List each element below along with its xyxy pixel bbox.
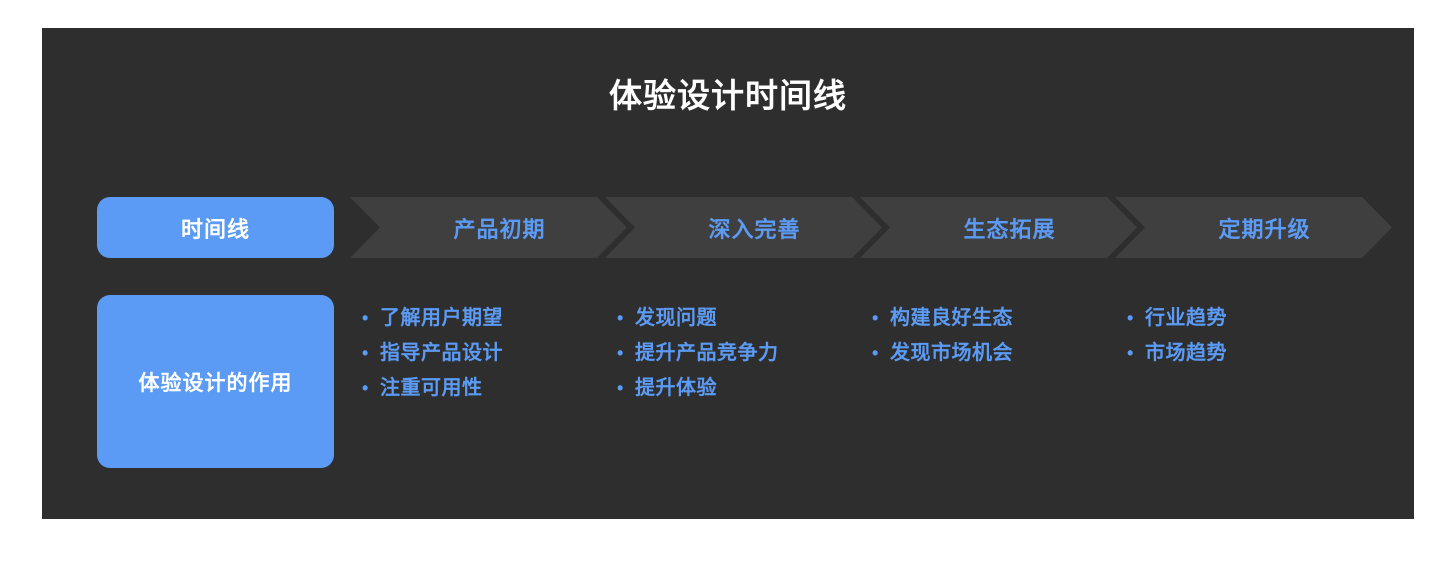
timeline-card: 体验设计时间线 时间线 产品初期 深入完善 生态拓展 定期升级 体验设计的作用 xyxy=(42,28,1414,519)
bullet-dot-icon: • xyxy=(617,308,624,328)
bullet-column-1: • 了解用户期望 • 指导产品设计 • 注重可用性 xyxy=(362,301,612,406)
stage-chevron-3[interactable]: 生态拓展 xyxy=(860,197,1137,258)
bullet-column-3: • 构建良好生态 • 发现市场机会 xyxy=(872,301,1122,371)
stage-chevron-1[interactable]: 产品初期 xyxy=(350,197,627,258)
list-item-label: 发现市场机会 xyxy=(890,342,1013,364)
list-item: • 指导产品设计 xyxy=(362,336,612,371)
stage-chevron-4-label: 定期升级 xyxy=(1218,216,1311,242)
bullet-dot-icon: • xyxy=(617,378,624,398)
stage-chevron-2-label: 深入完善 xyxy=(708,216,801,242)
role-row-label[interactable]: 体验设计的作用 xyxy=(97,295,334,468)
bullet-dot-icon: • xyxy=(1127,343,1134,363)
list-item: • 提升产品竞争力 xyxy=(617,336,867,371)
stage-chevron-1-label: 产品初期 xyxy=(453,216,546,242)
content-row: 体验设计的作用 • 了解用户期望 • 指导产品设计 • 注重可用性 • xyxy=(97,295,1414,468)
stage-chevron-4[interactable]: 定期升级 xyxy=(1115,197,1392,258)
list-item-label: 市场趋势 xyxy=(1145,342,1227,364)
list-item: • 构建良好生态 xyxy=(872,301,1122,336)
list-item-label: 行业趋势 xyxy=(1145,307,1227,329)
list-item: • 发现市场机会 xyxy=(872,336,1122,371)
list-item-label: 指导产品设计 xyxy=(380,342,503,364)
stage-row-label-text: 时间线 xyxy=(180,216,250,242)
bullet-column-4: • 行业趋势 • 市场趋势 xyxy=(1127,301,1377,371)
list-item-label: 构建良好生态 xyxy=(890,307,1013,329)
list-item-label: 了解用户期望 xyxy=(380,307,503,329)
list-item: • 提升体验 xyxy=(617,371,867,406)
list-item-label: 注重可用性 xyxy=(380,377,483,399)
bullet-dot-icon: • xyxy=(872,343,879,363)
bullet-dot-icon: • xyxy=(362,308,369,328)
bullet-dot-icon: • xyxy=(362,343,369,363)
list-item: • 市场趋势 xyxy=(1127,336,1377,371)
stage-row: 时间线 产品初期 深入完善 生态拓展 定期升级 xyxy=(97,197,1414,258)
stage-chevron-3-label: 生态拓展 xyxy=(963,216,1056,242)
bullet-dot-icon: • xyxy=(362,378,369,398)
list-item-label: 提升体验 xyxy=(635,377,717,399)
bullet-dot-icon: • xyxy=(872,308,879,328)
list-item: • 行业趋势 xyxy=(1127,301,1377,336)
bullet-dot-icon: • xyxy=(617,343,624,363)
role-row-label-text: 体验设计的作用 xyxy=(138,371,293,395)
list-item: • 注重可用性 xyxy=(362,371,612,406)
list-item-label: 提升产品竞争力 xyxy=(635,342,779,364)
list-item: • 发现问题 xyxy=(617,301,867,336)
bullet-dot-icon: • xyxy=(1127,308,1134,328)
bullet-column-2: • 发现问题 • 提升产品竞争力 • 提升体验 xyxy=(617,301,867,406)
page-title: 体验设计时间线 xyxy=(609,77,847,114)
list-item: • 了解用户期望 xyxy=(362,301,612,336)
stage-chevron-2[interactable]: 深入完善 xyxy=(605,197,882,258)
stage-row-label[interactable]: 时间线 xyxy=(97,197,334,258)
list-item-label: 发现问题 xyxy=(635,307,717,329)
